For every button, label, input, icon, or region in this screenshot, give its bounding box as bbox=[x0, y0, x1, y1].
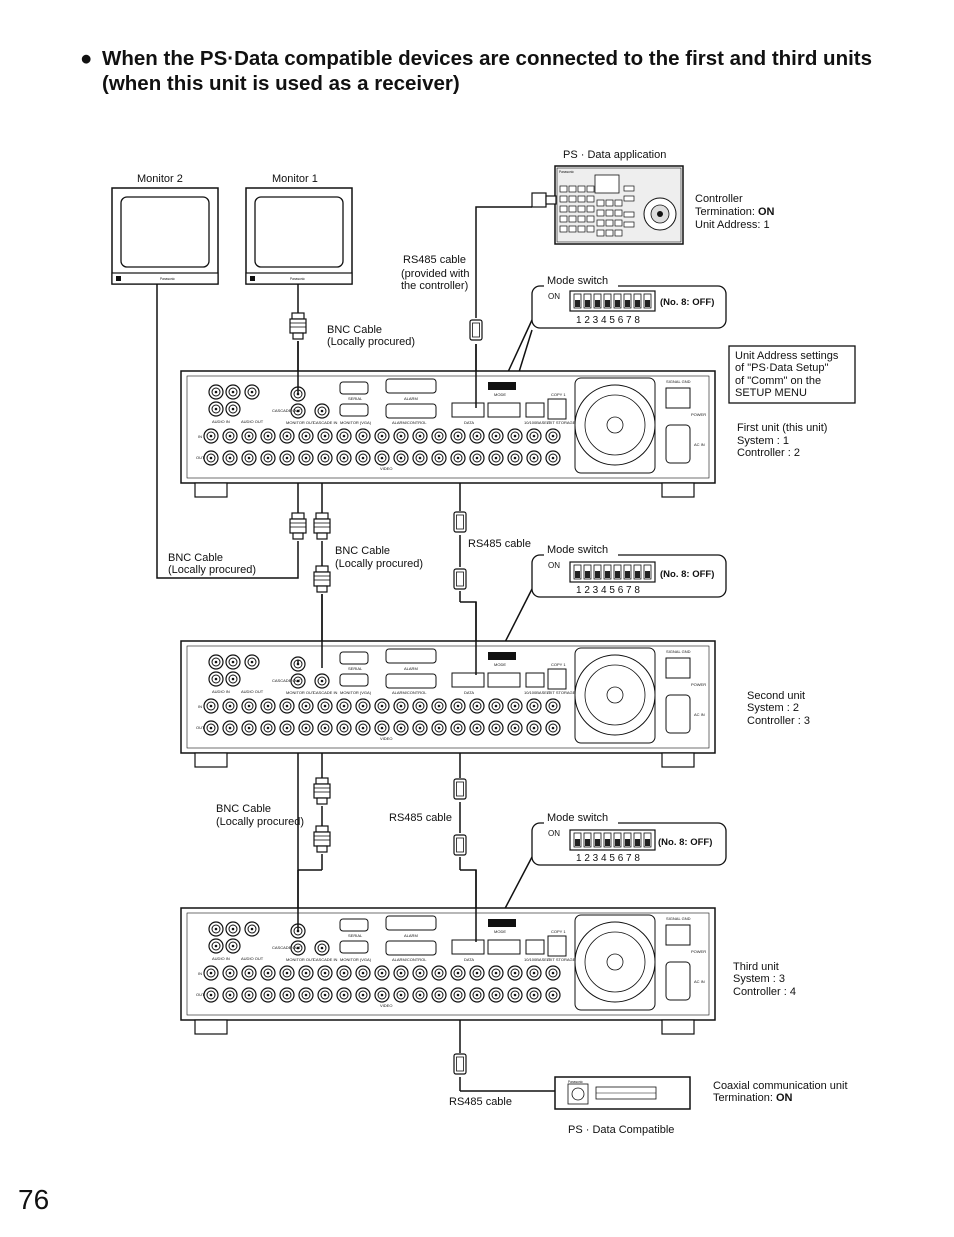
mode-switch-title: Mode switch bbox=[547, 275, 608, 287]
unit-controller: Controller : 2 bbox=[737, 447, 800, 459]
panel-label: EXT STORAGE bbox=[547, 420, 576, 425]
cable-overlays bbox=[297, 341, 477, 942]
panel-label: 10/100BASE-T bbox=[524, 420, 551, 425]
rs485-cable-bottom-label: RS485 cable bbox=[449, 1096, 512, 1108]
rs485-cable-controller-note: the controller) bbox=[401, 280, 468, 292]
coax-brand: Panasonic bbox=[568, 1080, 583, 1084]
coax-unit-label: Coaxial communication unit bbox=[713, 1080, 848, 1092]
controller-unit-address: Unit Address: 1 bbox=[695, 219, 770, 231]
panel-label: CASCADE OUT bbox=[272, 408, 301, 413]
unit-name: Second unit bbox=[747, 690, 805, 702]
rs485-cable-controller-note: (provided with bbox=[401, 268, 469, 280]
bnc-cable-left-label: BNC Cable bbox=[168, 552, 223, 564]
system-controller: Panasonic bbox=[554, 165, 684, 245]
mode-switch-title: Mode switch bbox=[547, 544, 608, 556]
recorder-unit-1: AUDIO IN AUDIO OUT CASCADE OUT MONITOR O… bbox=[180, 370, 716, 498]
mode-switch-title: Mode switch bbox=[547, 812, 608, 824]
bnc-cable-mid-note: (Locally procured) bbox=[335, 558, 423, 570]
panel-label: CASCADE IN bbox=[313, 420, 338, 425]
bnc-cable-top-note: (Locally procured) bbox=[327, 336, 415, 348]
rs485-cable-lower-label: RS485 cable bbox=[389, 812, 452, 824]
panel-label: AUDIO OUT bbox=[241, 419, 264, 424]
panel-label: POWER bbox=[691, 412, 706, 417]
unit-system: System : 1 bbox=[737, 435, 789, 447]
bnc-cable-bottom-label: BNC Cable bbox=[216, 803, 271, 815]
mode-switch-numbers: 1 2 3 4 5 6 7 8 bbox=[576, 585, 640, 596]
monitor-2: Panasonic bbox=[111, 187, 219, 285]
monitor-brand: Panasonic bbox=[290, 277, 305, 281]
panel-label: ALARM bbox=[404, 396, 418, 401]
coax-unit-title: PS · Data Compatible bbox=[568, 1124, 674, 1136]
heading-line-2: (when this unit is used as a receiver) bbox=[102, 72, 460, 95]
mode-switch-3: Mode switch ON 1 2 3 4 5 6 7 8 (No. 8: O… bbox=[531, 812, 727, 866]
unit-system: System : 3 bbox=[733, 973, 785, 985]
panel-label: SIGNAL GND bbox=[666, 379, 691, 384]
unit-system: System : 2 bbox=[747, 702, 799, 714]
note-line: SETUP MENU bbox=[735, 387, 807, 399]
mode-switch-setting: (No. 8: OFF) bbox=[660, 297, 714, 308]
rs485-cable-mid-label: RS485 cable bbox=[468, 538, 531, 550]
panel-label: AC IN bbox=[694, 442, 705, 447]
controller-brand: Panasonic bbox=[559, 170, 574, 174]
note-line: Unit Address settings bbox=[735, 350, 839, 362]
monitor-2-label: Monitor 2 bbox=[137, 173, 183, 185]
panel-label: SERIAL bbox=[348, 396, 363, 401]
panel-label: MODE bbox=[494, 392, 506, 397]
mode-switch-on-label: ON bbox=[548, 829, 560, 838]
monitor-1-label: Monitor 1 bbox=[272, 173, 318, 185]
bnc-cable-top-label: BNC Cable bbox=[327, 324, 382, 336]
panel-label: COPY 1 bbox=[551, 392, 566, 397]
recorder-unit-3 bbox=[181, 908, 715, 1034]
unit-address-note: Unit Address settings of "PS·Data Setup"… bbox=[728, 345, 856, 404]
connector-plugs bbox=[289, 192, 557, 1075]
bnc-cable-left-note: (Locally procured) bbox=[168, 564, 256, 576]
mode-switch-numbers: 1 2 3 4 5 6 7 8 bbox=[576, 853, 640, 864]
coaxial-communication-unit: Panasonic bbox=[554, 1076, 691, 1110]
note-line: of "Comm" on the bbox=[735, 375, 821, 387]
unit-2-description: Second unit System : 2 Controller : 3 bbox=[747, 690, 810, 727]
page-number: 76 bbox=[18, 1184, 50, 1215]
unit-name: Third unit bbox=[733, 961, 779, 973]
heading-line-1: When the PS·Data compatible devices are … bbox=[102, 47, 873, 70]
mode-switch-numbers: 1 2 3 4 5 6 7 8 bbox=[576, 315, 640, 326]
monitor-1: Panasonic bbox=[245, 187, 353, 285]
recorder-unit-2 bbox=[181, 641, 715, 767]
panel-label: VIDEO bbox=[380, 466, 392, 471]
controller-label: Controller bbox=[695, 193, 743, 205]
panel-label: DATA bbox=[464, 420, 474, 425]
note-line: of "PS·Data Setup" bbox=[735, 362, 829, 374]
bnc-cable-bottom-note: (Locally procured) bbox=[216, 816, 304, 828]
mode-switch-on-label: ON bbox=[548, 561, 560, 570]
unit-name: First unit (this unit) bbox=[737, 422, 827, 434]
panel-label: ALARM/CONTROL bbox=[392, 420, 427, 425]
controller-title: PS · Data application bbox=[563, 149, 666, 161]
unit-3-description: Third unit System : 3 Controller : 4 bbox=[733, 961, 796, 998]
unit-controller: Controller : 4 bbox=[733, 986, 796, 998]
mode-switch-setting: (No. 8: OFF) bbox=[660, 569, 714, 580]
monitor-brand: Panasonic bbox=[160, 277, 175, 281]
panel-label: AUDIO IN bbox=[212, 419, 230, 424]
panel-label: IN bbox=[198, 434, 202, 439]
panel-label: MONITOR OUT bbox=[286, 420, 315, 425]
bnc-cable-mid-label: BNC Cable bbox=[335, 545, 390, 557]
mode-switch-2: Mode switch ON 1 2 3 4 5 6 7 8 (No. 8: O… bbox=[531, 544, 727, 598]
controller-termination: Termination: ON bbox=[695, 206, 775, 218]
panel-label: MONITOR (VGA) bbox=[340, 420, 372, 425]
unit-controller: Controller : 3 bbox=[747, 715, 810, 727]
unit-1-description: First unit (this unit) System : 1 Contro… bbox=[737, 422, 827, 459]
mode-switch-on-label: ON bbox=[548, 292, 560, 301]
rs485-cable-controller-label: RS485 cable bbox=[403, 254, 466, 266]
mode-switch-1: Mode switch ON 1 2 3 4 5 6 7 8 (No. 8: O… bbox=[531, 275, 727, 329]
coax-unit-termination: Termination: ON bbox=[713, 1092, 793, 1104]
bullet-icon: ● bbox=[80, 47, 93, 70]
mode-switch-setting: (No. 8: OFF) bbox=[658, 837, 712, 848]
panel-label: OUT bbox=[196, 455, 205, 460]
